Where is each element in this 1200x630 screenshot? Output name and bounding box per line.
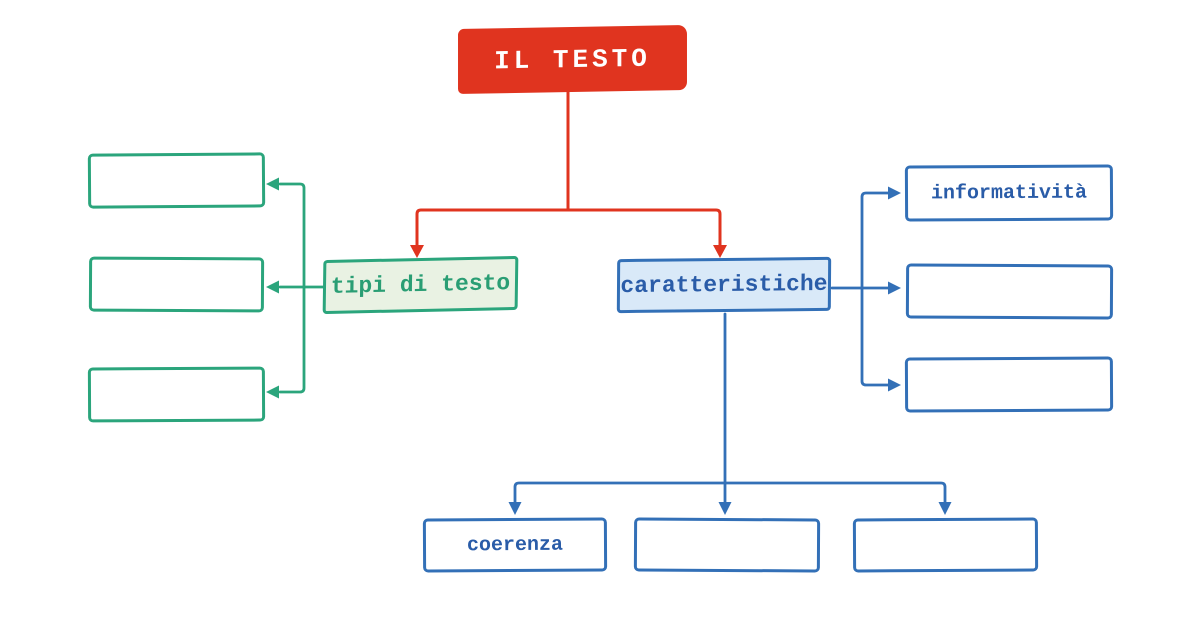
right-box-informativita: informatività xyxy=(904,164,1114,222)
right-box-1-label: informatività xyxy=(930,181,1088,205)
left-answer-slot-1[interactable] xyxy=(87,152,266,209)
bottom-answer-slot-2[interactable] xyxy=(633,517,821,573)
connector-root-to-branches xyxy=(415,89,722,250)
right-answer-slot-3[interactable] xyxy=(904,356,1114,413)
branch-tipi-label: tipi di testo xyxy=(330,270,511,300)
bottom-box-1-label: coerenza xyxy=(466,533,564,557)
branch-node-tipi-di-testo: tipi di testo xyxy=(322,255,519,315)
bottom-answer-slot-3[interactable] xyxy=(852,517,1039,573)
root-node-label: IL TESTO xyxy=(494,43,651,76)
branch-caratteristiche-label: caratteristiche xyxy=(620,270,828,300)
branch-node-caratteristiche: caratteristiche xyxy=(616,256,832,314)
arrowheads-green xyxy=(266,177,279,399)
left-answer-slot-2[interactable] xyxy=(88,256,265,313)
connector-caratteristiche-to-right-boxes xyxy=(830,191,891,387)
arrowheads-blue-bottom xyxy=(508,502,952,515)
bottom-box-coerenza: coerenza xyxy=(422,517,608,573)
left-answer-slot-3[interactable] xyxy=(87,366,266,423)
right-answer-slot-2[interactable] xyxy=(905,263,1114,320)
connector-caratteristiche-to-bottom-boxes xyxy=(513,312,947,505)
root-node-il-testo: IL TESTO xyxy=(458,24,687,95)
connector-tipi-to-left-boxes xyxy=(278,182,325,394)
arrowheads-red xyxy=(410,245,727,258)
arrowheads-blue-right xyxy=(888,186,901,392)
